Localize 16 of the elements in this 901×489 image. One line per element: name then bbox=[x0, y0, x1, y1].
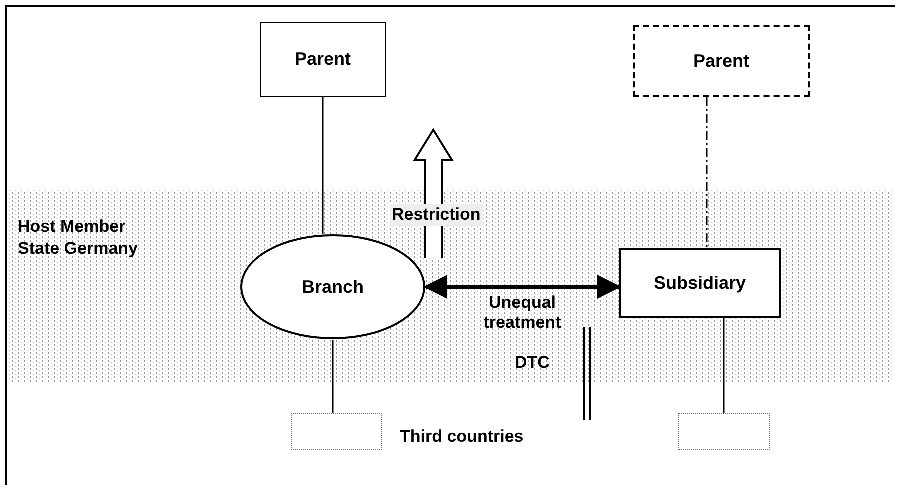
entity-box bbox=[619, 248, 781, 318]
region-label: Third countries bbox=[400, 426, 524, 448]
empty-box bbox=[291, 413, 382, 450]
node-label: Parent bbox=[693, 50, 750, 72]
entity-box bbox=[633, 25, 810, 97]
node-label: Branch bbox=[302, 276, 364, 298]
node-label: Parent bbox=[294, 48, 352, 71]
region-label: Host Member State Germany bbox=[18, 216, 139, 260]
double-headed-arrow bbox=[424, 275, 622, 299]
arrow-label: Restriction bbox=[390, 204, 483, 226]
node-label: Subsidiary bbox=[654, 272, 746, 295]
treaty-label: DTC bbox=[515, 352, 550, 374]
entity-box bbox=[260, 22, 386, 97]
entity-ellipse bbox=[240, 234, 426, 340]
empty-box bbox=[678, 413, 770, 450]
edge-label: Unequal treatment bbox=[482, 293, 562, 333]
